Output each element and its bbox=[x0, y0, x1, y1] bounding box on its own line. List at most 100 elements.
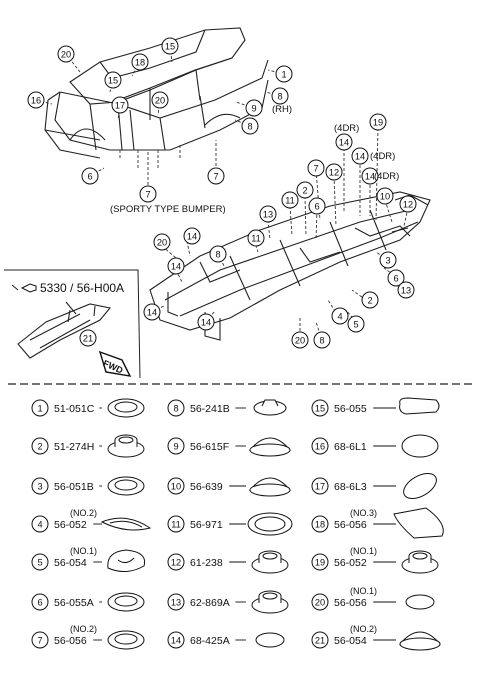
callout-circle bbox=[335, 133, 353, 151]
grommet-hole bbox=[262, 592, 278, 600]
reference-part-drawing bbox=[17, 301, 112, 359]
body-callout-6: 6 bbox=[81, 167, 99, 185]
callout-number: 9 bbox=[173, 441, 178, 451]
frame-callout-2: 2 bbox=[361, 291, 379, 309]
callout-circle bbox=[167, 477, 185, 495]
plug-flange bbox=[249, 483, 291, 497]
legend-part-number: 61-238 bbox=[190, 557, 223, 569]
pad-shape bbox=[403, 473, 437, 499]
callout-circle bbox=[57, 45, 75, 63]
callout-circle bbox=[197, 313, 215, 331]
callout-number: 21 bbox=[83, 333, 93, 343]
legend-callout: 5 bbox=[31, 553, 49, 571]
frame-callout-13: 13 bbox=[397, 281, 415, 299]
body-callout-1: 1 bbox=[275, 65, 293, 83]
clip-top bbox=[261, 399, 279, 407]
frame-callout-7: 7 bbox=[307, 159, 325, 177]
pad-shape bbox=[399, 397, 440, 415]
callout-circle bbox=[247, 229, 265, 247]
legend-part-drawing bbox=[401, 434, 439, 458]
frame-callout-14: 14 bbox=[351, 147, 369, 165]
legend-callout: 2 bbox=[31, 437, 49, 455]
frame-callout-2: 2 bbox=[296, 181, 314, 199]
callout-number: 10 bbox=[380, 191, 390, 201]
legend-part-drawing bbox=[107, 549, 146, 572]
reference-callout-21: 21 bbox=[79, 329, 97, 347]
legend-entry-19: 19(NO.1)56-052 bbox=[311, 546, 439, 574]
legend-part-number: 56-054 bbox=[54, 557, 87, 569]
rh-note: (RH) bbox=[272, 104, 292, 115]
fwd-arrow bbox=[98, 350, 132, 377]
body-callout-16: 16 bbox=[27, 91, 45, 109]
callout-number: 11 bbox=[251, 233, 261, 243]
callout-circle bbox=[387, 269, 405, 287]
frame-callout-4: 4 bbox=[331, 307, 349, 325]
callout-circle bbox=[31, 399, 49, 417]
callout-number: 11 bbox=[285, 195, 295, 205]
legend-part-number: 56-052 bbox=[54, 519, 87, 531]
callout-circle bbox=[104, 71, 122, 89]
legend-note: (NO.2) bbox=[350, 624, 377, 634]
callout-number: 14 bbox=[171, 635, 181, 645]
callout-circle bbox=[31, 631, 49, 649]
callout-number: 15 bbox=[315, 403, 325, 413]
body-callout-8: 8 bbox=[271, 87, 289, 105]
callout-number: 6 bbox=[393, 273, 398, 283]
door-note-3: (4DR) bbox=[374, 171, 399, 182]
callout-circle bbox=[143, 303, 161, 321]
legend-part-drawing bbox=[100, 517, 152, 531]
legend-entry-21: 21(NO.2)56-054 bbox=[311, 624, 442, 651]
legend-part-drawing bbox=[107, 434, 145, 458]
legend-callout: 13 bbox=[167, 593, 185, 611]
callout-circle bbox=[311, 437, 329, 455]
body-callout-17: 17 bbox=[111, 96, 129, 114]
body-callout-20: 20 bbox=[57, 45, 75, 63]
frame-callout-14: 14 bbox=[197, 313, 215, 331]
callout-number: 20 bbox=[61, 49, 71, 59]
legend-entry-4: 4(NO.2)56-052 bbox=[31, 508, 152, 533]
legend-note: (NO.1) bbox=[350, 546, 377, 556]
callout-number: 6 bbox=[37, 597, 42, 607]
callout-number: 13 bbox=[171, 597, 181, 607]
body-callout-8: 8 bbox=[241, 117, 259, 135]
legend-callout: 16 bbox=[311, 437, 329, 455]
callout-circle bbox=[259, 205, 277, 223]
door-note-1: (4DR) bbox=[334, 123, 359, 134]
callout-circle bbox=[111, 96, 129, 114]
callout-number: 6 bbox=[314, 201, 319, 211]
grommet-hole bbox=[118, 436, 134, 444]
callout-number: 5 bbox=[353, 319, 358, 329]
callout-circle bbox=[79, 329, 97, 347]
callout-circle bbox=[397, 281, 415, 299]
callout-number: 7 bbox=[37, 635, 42, 645]
legend-callout: 20 bbox=[311, 593, 329, 611]
callout-number: 8 bbox=[277, 91, 282, 101]
legend-part-number: 56-971 bbox=[190, 519, 223, 531]
door-note-2: (4DR) bbox=[370, 151, 395, 162]
legend-part-drawing bbox=[107, 398, 145, 418]
callout-number: 14 bbox=[187, 231, 197, 241]
callout-circle bbox=[167, 257, 185, 275]
legend-part-number: 56-056 bbox=[334, 597, 367, 609]
callout-circle bbox=[399, 195, 417, 213]
legend-note: (NO.1) bbox=[70, 546, 97, 556]
underbody-frame-drawing bbox=[149, 191, 431, 341]
callout-circle bbox=[167, 593, 185, 611]
body-callout-9: 9 bbox=[245, 99, 263, 117]
legend-callout: 1 bbox=[31, 399, 49, 417]
callout-number: 7 bbox=[313, 163, 318, 173]
callout-circle bbox=[369, 113, 387, 131]
callout-number: 12 bbox=[403, 199, 413, 209]
legend-callout: 15 bbox=[311, 399, 329, 417]
legend-callout: 19 bbox=[311, 553, 329, 571]
legend-part-drawing bbox=[405, 594, 435, 610]
callout-circle bbox=[313, 331, 331, 349]
callout-number: 14 bbox=[339, 137, 349, 147]
